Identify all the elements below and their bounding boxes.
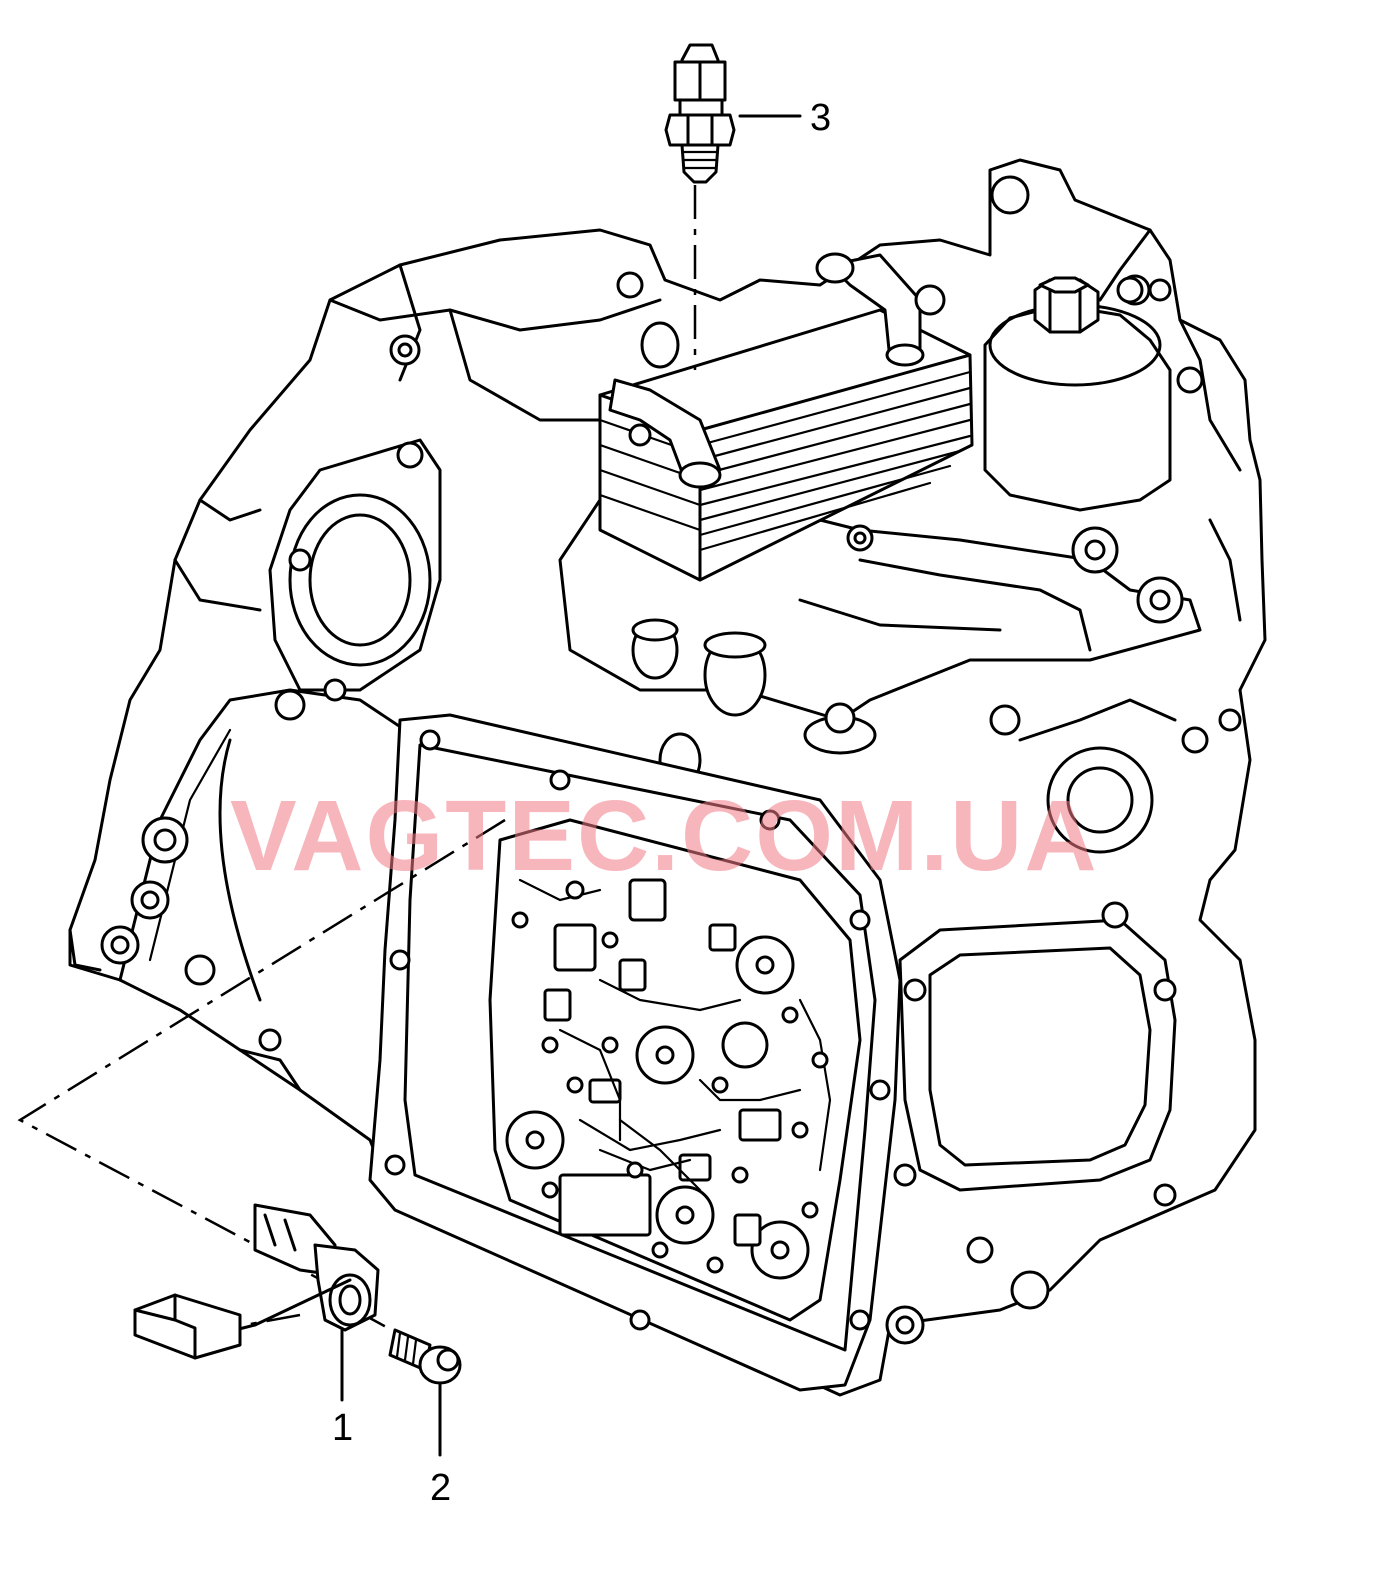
filter-housing	[983, 276, 1172, 512]
part-3-sender	[664, 43, 802, 184]
part-1-sensor	[133, 1203, 380, 1402]
oil-cooler	[598, 252, 974, 582]
watermark: VAGTEC.COM.UA	[230, 780, 1099, 892]
callout-1: 1	[332, 1407, 353, 1449]
callout-2: 2	[430, 1467, 451, 1509]
part-2-bolt	[388, 1328, 462, 1457]
callout-3: 3	[810, 97, 831, 139]
valve-body	[368, 713, 902, 1392]
